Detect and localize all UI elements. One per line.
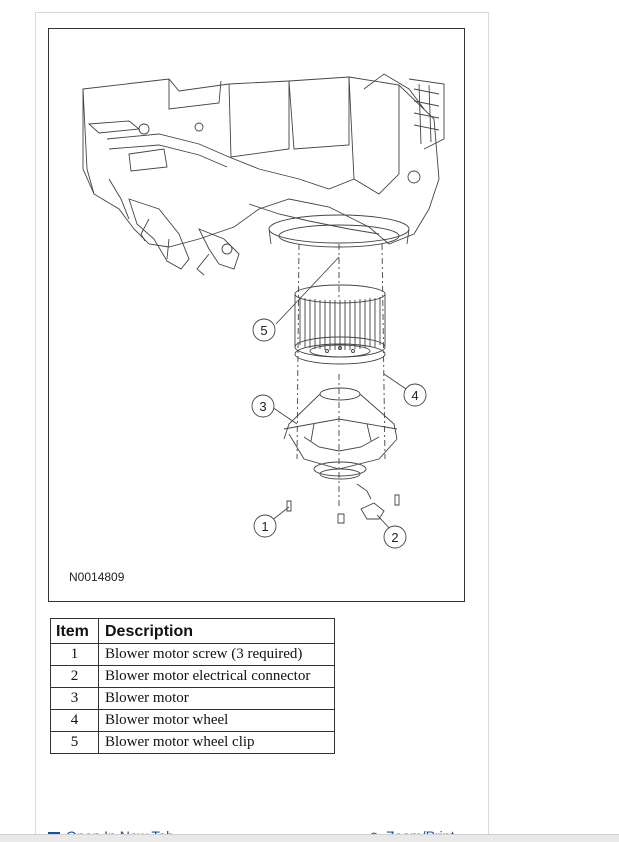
table-row: 1 Blower motor screw (3 required) xyxy=(50,643,335,666)
table-header-row: Item Description xyxy=(50,618,335,644)
blower-scroll-opening xyxy=(268,214,410,248)
item-description: Blower motor screw (3 required) xyxy=(98,643,335,666)
callout-5: 5 xyxy=(252,318,276,342)
blower-motor xyxy=(283,387,398,480)
item-description: Blower motor electrical connector xyxy=(98,665,335,688)
callout-2-label: 2 xyxy=(391,530,398,545)
callout-5-label: 5 xyxy=(260,323,267,338)
parts-table: Item Description 1 Blower motor screw (3… xyxy=(50,618,335,754)
description-column-header: Description xyxy=(98,618,335,644)
callout-3-label: 3 xyxy=(259,399,266,414)
item-number: 5 xyxy=(50,731,99,754)
item-number: 4 xyxy=(50,709,99,732)
callout-4-label: 4 xyxy=(411,388,418,403)
callout-leaders xyxy=(270,256,407,534)
item-number: 3 xyxy=(50,687,99,710)
electrical-connector xyxy=(356,483,385,520)
table-row: 5 Blower motor wheel clip xyxy=(50,731,335,754)
callout-1-label: 1 xyxy=(261,519,268,534)
blower-motor-wheel xyxy=(294,284,386,365)
item-description: Blower motor wheel xyxy=(98,709,335,732)
table-row: 4 Blower motor wheel xyxy=(50,709,335,732)
callout-1: 1 xyxy=(253,514,277,538)
blower-motor-figure: 5 4 3 1 2 N0014809 xyxy=(48,28,465,602)
callout-4: 4 xyxy=(403,383,427,407)
item-number: 2 xyxy=(50,665,99,688)
table-row: 2 Blower motor electrical connector xyxy=(50,665,335,688)
horizontal-scrollbar[interactable] xyxy=(0,834,619,842)
item-number: 1 xyxy=(50,643,99,666)
callout-2: 2 xyxy=(383,525,407,549)
hvac-housing xyxy=(82,73,445,276)
exploded-view-illustration: 5 4 3 1 2 xyxy=(82,73,445,549)
item-column-header: Item xyxy=(50,618,99,644)
blower-motor-screws xyxy=(286,494,400,524)
callout-3: 3 xyxy=(251,394,275,418)
figure-id: N0014809 xyxy=(69,570,125,584)
item-description: Blower motor xyxy=(98,687,335,710)
item-description: Blower motor wheel clip xyxy=(98,731,335,754)
table-row: 3 Blower motor xyxy=(50,687,335,710)
